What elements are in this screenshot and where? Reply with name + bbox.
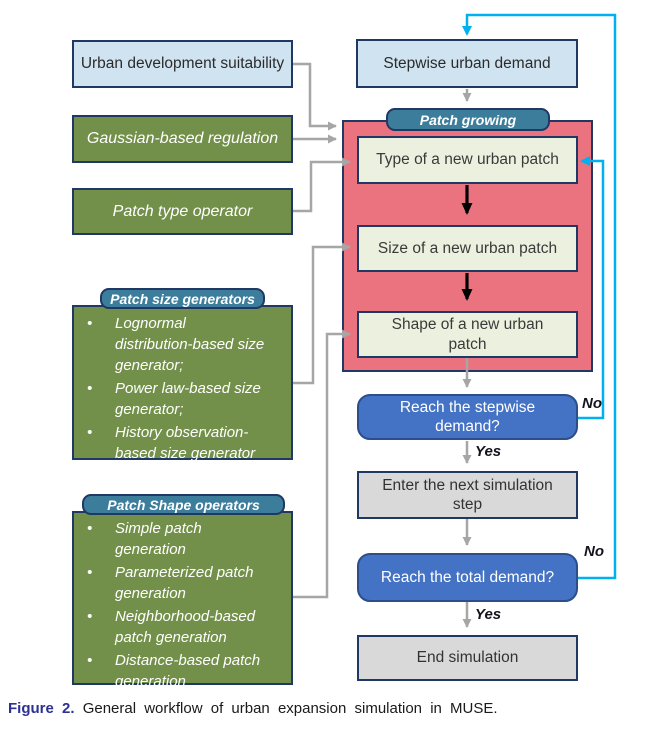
node-end-simulation: End simulation <box>357 635 578 681</box>
node-reach-total-demand: Reach the total demand? <box>357 553 578 602</box>
node-label: Reach the total demand? <box>380 568 555 586</box>
node-label: Stepwise urban demand <box>383 54 551 72</box>
group-title: Patch size generators <box>110 290 255 307</box>
list-item: Simple patch generation <box>72 518 293 562</box>
node-urban-development-suitability: Urban development suitability <box>72 40 293 88</box>
patch-growing-header: Patch growing <box>386 108 550 131</box>
patch-size-generators-header: Patch size generators <box>100 288 265 309</box>
patch-size-generators-list: Lognormal distribution-based size genera… <box>72 313 293 466</box>
node-shape-of-new-urban-patch: Shape of a new urban patch <box>357 311 578 358</box>
node-label: Reach the stepwise demand? <box>399 398 536 435</box>
patch-shape-operators-header: Patch Shape operators <box>82 494 285 515</box>
no-label-total: No <box>584 543 604 560</box>
node-patch-type-operator: Patch type operator <box>72 188 293 235</box>
node-size-of-new-urban-patch: Size of a new urban patch <box>357 225 578 272</box>
node-label: Type of a new urban patch <box>376 151 559 169</box>
no-label-stepwise: No <box>582 395 602 412</box>
list-item: Lognormal distribution-based size genera… <box>72 313 293 378</box>
figure-caption-text: General workflow of urban expansion simu… <box>82 700 498 717</box>
figure-caption: Figure 2. General workflow of urban expa… <box>8 699 644 719</box>
node-stepwise-urban-demand: Stepwise urban demand <box>356 39 578 88</box>
list-item: Distance-based patch generation <box>72 650 293 694</box>
node-type-of-new-urban-patch: Type of a new urban patch <box>357 136 578 184</box>
node-reach-stepwise-demand: Reach the stepwise demand? <box>357 394 578 440</box>
node-label: Gaussian-based regulation <box>86 130 279 147</box>
node-enter-next-simulation-step: Enter the next simulation step <box>357 471 578 519</box>
node-label: Size of a new urban patch <box>377 239 558 257</box>
yes-label-stepwise: Yes <box>475 443 502 460</box>
figure-caption-label: Figure 2. <box>8 700 75 717</box>
connector-suitability <box>293 62 337 131</box>
node-gaussian-based-regulation: Gaussian-based regulation <box>72 115 293 163</box>
yes-label-total: Yes <box>475 606 502 623</box>
group-title: Patch Shape operators <box>107 496 260 513</box>
node-label: Enter the next simulation step <box>382 476 553 513</box>
list-item: History observation-based size generator <box>72 422 293 466</box>
list-item: Power law-based size generator; <box>72 378 293 422</box>
list-item: Parameterized patch generation <box>72 562 293 606</box>
node-label: End simulation <box>416 649 519 667</box>
patch-shape-operators-list: Simple patch generation Parameterized pa… <box>72 518 293 694</box>
connector-shape-operators <box>293 329 351 599</box>
node-label: Shape of a new urban patch <box>391 316 544 353</box>
group-title: Patch growing <box>419 111 517 128</box>
list-item: Neighborhood-based patch generation <box>72 606 293 650</box>
node-label: Urban development suitability <box>80 55 285 73</box>
node-label: Patch type operator <box>112 202 253 220</box>
